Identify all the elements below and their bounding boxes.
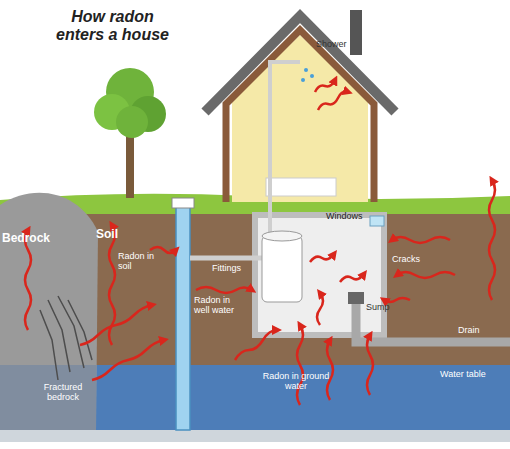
part-label: Water table: [440, 370, 486, 380]
part-label: Drain: [458, 326, 480, 336]
water-heater-top: [262, 231, 302, 241]
radon-arrows: [25, 80, 495, 405]
water-pipe: [190, 256, 268, 261]
house-wall: [226, 30, 374, 202]
part-label: Radon in soil: [118, 252, 162, 272]
well-pipe: [176, 205, 190, 430]
part-label: Sump: [366, 303, 390, 313]
diagram-title: How radon enters a house: [50, 8, 175, 43]
radon-arrow: [340, 274, 364, 282]
part-label: Windows: [326, 212, 363, 222]
well-cap: [172, 198, 194, 208]
chimney: [350, 10, 362, 55]
part-label: Radon in well water: [194, 296, 244, 316]
water-drop: [301, 78, 305, 82]
tree-canopy: [116, 106, 148, 138]
radon-arrow: [489, 180, 495, 300]
part-label: Fractured bedrock: [34, 383, 92, 403]
part-label: Radon in ground water: [256, 372, 336, 392]
radon-arrow: [397, 272, 455, 278]
radon-arrow: [92, 340, 164, 380]
water-heater: [262, 236, 302, 302]
radon-arrow: [297, 325, 303, 405]
water-pipe: [270, 62, 300, 236]
radon-arrow: [317, 293, 323, 325]
radon-arrow: [315, 80, 335, 92]
fracture-line: [68, 300, 92, 360]
water-drop: [304, 68, 308, 72]
part-label: Bedrock: [2, 232, 50, 245]
radon-arrow: [318, 92, 348, 110]
drain-pipe: [356, 300, 510, 342]
base-edge: [0, 430, 510, 442]
bedrock: [0, 193, 98, 430]
water-drop: [310, 74, 314, 78]
sump: [348, 292, 364, 304]
part-label: Soil: [96, 228, 118, 241]
fracture-line: [40, 310, 58, 380]
window: [370, 216, 384, 226]
radon-arrow: [367, 335, 373, 395]
radon-arrow: [235, 330, 277, 360]
bed: [266, 178, 336, 196]
radon-arrow: [384, 298, 410, 302]
part-label: Cracks: [392, 255, 420, 265]
radon-arrow: [310, 254, 334, 262]
part-label: Shower: [316, 40, 347, 50]
radon-arrow: [80, 305, 152, 345]
radon-arrow: [327, 340, 333, 400]
radon-arrow: [392, 237, 450, 243]
part-label: Fittings: [212, 264, 241, 274]
ground-water-layer: [0, 365, 510, 430]
radon-arrow: [196, 287, 252, 293]
basement-wall: [252, 212, 387, 338]
bedrock-water: [0, 365, 96, 430]
basement-room: [258, 218, 381, 332]
